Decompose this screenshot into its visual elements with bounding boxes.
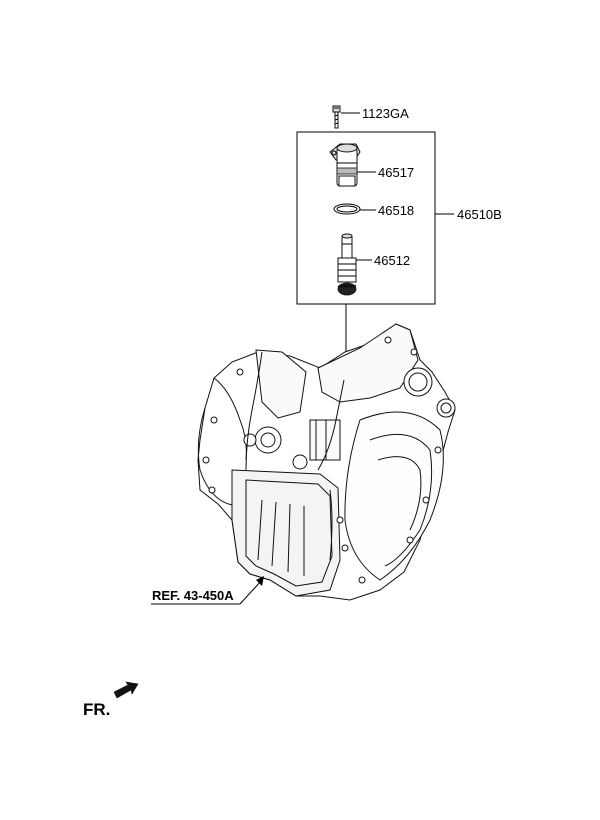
driven-gear-icon[interactable] (337, 233, 357, 296)
transmission-illustration (197, 323, 456, 601)
front-arrow-icon (113, 681, 139, 699)
bolt-icon[interactable] (332, 105, 341, 129)
front-marker-label: FR. (83, 700, 110, 719)
label-bolt[interactable]: 1123GA (362, 106, 409, 121)
label-assembly[interactable]: 46510B (457, 207, 502, 222)
label-oring[interactable]: 46518 (378, 203, 414, 218)
speed-sensor-icon[interactable] (329, 143, 361, 187)
reference-leader (151, 576, 264, 605)
reference-label[interactable]: REF. 43-450A (152, 588, 234, 603)
o-ring-icon[interactable] (333, 203, 361, 215)
label-gear[interactable]: 46512 (374, 253, 410, 268)
label-sensor[interactable]: 46517 (378, 165, 414, 180)
assembly-box (296, 131, 436, 305)
